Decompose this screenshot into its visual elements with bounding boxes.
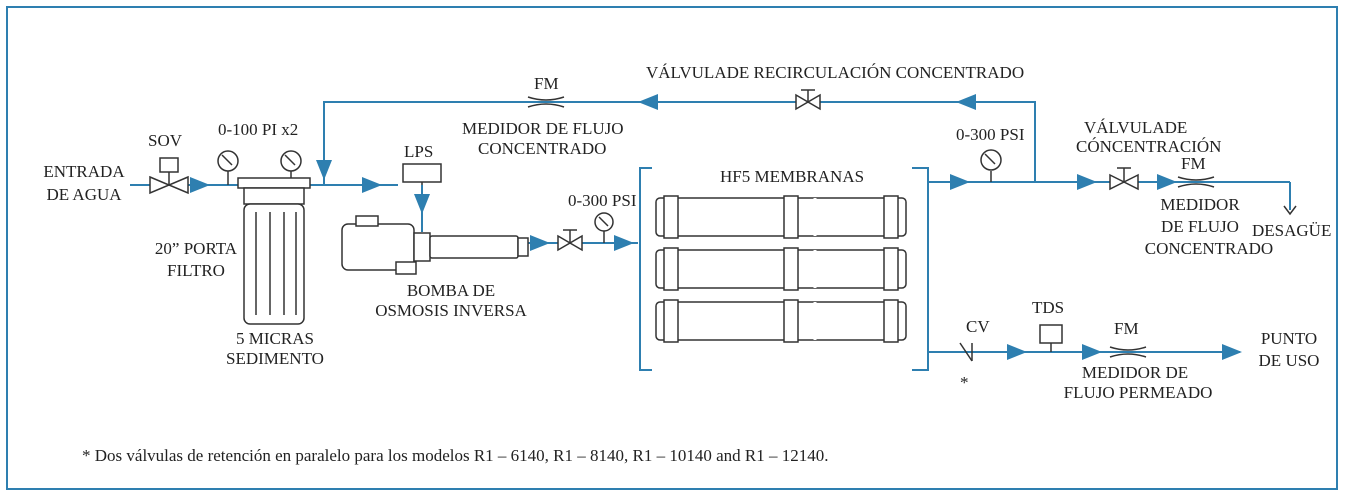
diagram-frame xyxy=(6,6,1338,490)
filter-housing-icon xyxy=(237,177,311,325)
drain-icon xyxy=(1283,205,1297,216)
concentrate-valve-label-line2: CÓNCENTRACIÓN xyxy=(1076,137,1222,156)
outlet-manifold xyxy=(912,167,929,371)
permeate-flow-meter-icon xyxy=(1109,346,1147,358)
permeate-fm-label: FM xyxy=(1114,319,1139,338)
concentrate-flow-meter-label-line2: CONCENTRADO xyxy=(478,139,607,158)
concentrate-pressure-gauge-icon xyxy=(980,149,1002,182)
inlet-pressure-gauge-icon xyxy=(217,150,239,185)
permeate-flow-meter-label-line2: FLUJO PERMEADO xyxy=(1063,383,1213,402)
check-valve-icon xyxy=(959,342,973,362)
lps-label: LPS xyxy=(404,142,434,161)
pump-discharge-valve-icon xyxy=(557,229,583,252)
recirculation-fm-label: FM xyxy=(534,74,559,93)
inlet-gauges-label: 0-100 PI x2 xyxy=(218,120,299,139)
concentrate-flow-meter-icon xyxy=(1177,176,1215,188)
sediment-filter-label-line2: SEDIMENTO xyxy=(226,349,324,368)
concentrate-flow-meter-2-label-line3: CONCENTRADO xyxy=(1144,239,1274,258)
pump-label-line1: BOMBA DE xyxy=(406,281,496,300)
water-inlet-label-line2: DE AGUA xyxy=(46,185,122,204)
recirculation-flow-meter-icon xyxy=(527,96,565,108)
point-of-use-label-line1: PUNTO xyxy=(1260,329,1318,348)
tds-label: TDS xyxy=(1032,298,1065,317)
permeate-flow-meter-label-line1: MEDIDOR DE xyxy=(1081,363,1189,382)
lps-switch-icon xyxy=(402,163,442,185)
recirculation-valve-label: VÁLVULADE RECIRCULACIÓN CONCENTRADO xyxy=(646,63,1025,82)
concentrate-pressure-label: 0-300 PSI xyxy=(956,125,1025,144)
concentrate-valve-label-line1: VÁLVULADE xyxy=(1084,118,1188,137)
pump-pressure-gauge-icon xyxy=(594,212,614,243)
recirculation-pipe xyxy=(323,101,1036,185)
recirculation-valve-icon xyxy=(795,89,821,111)
pump-pressure-label: 0-300 PSI xyxy=(568,191,637,210)
sediment-filter-label-line1: 5 MICRAS xyxy=(236,329,314,348)
concentrate-flow-meter-label-line1: MEDIDOR DE FLUJO xyxy=(462,119,624,138)
filter-housing-label-line1: 20” PORTA xyxy=(154,239,238,258)
check-valve-asterisk: * xyxy=(960,373,969,392)
footnote: * Dos válvulas de retención en paralelo … xyxy=(82,446,829,465)
feed-manifold xyxy=(639,167,652,371)
water-inlet-label-line1: ENTRADA xyxy=(43,162,125,181)
concentrate-flow-meter-2-label-line2: DE FLUJO xyxy=(1161,217,1239,236)
concentrate-flow-meter-2-label-line1: MEDIDOR xyxy=(1160,195,1240,214)
drain-label: DESAGÜE xyxy=(1252,221,1332,240)
point-of-use-label-line2: DE USO xyxy=(1258,351,1320,370)
flow-arrows xyxy=(180,94,1242,360)
concentrate-valve-icon xyxy=(1109,167,1139,191)
pump-label-line2: OSMOSIS INVERSA xyxy=(375,301,527,320)
sov-valve-icon xyxy=(149,157,189,195)
sov-label: SOV xyxy=(148,131,183,150)
tds-meter-icon xyxy=(1039,324,1063,352)
filter-housing-label-line2: FILTRO xyxy=(167,261,225,280)
membrane-vessels-icon xyxy=(655,195,907,343)
check-valve-label: CV xyxy=(966,317,990,336)
concentrate-fm-label: FM xyxy=(1181,154,1206,173)
ro-pump-icon xyxy=(341,215,529,275)
membranes-label: HF5 MEMBRANAS xyxy=(720,167,865,186)
